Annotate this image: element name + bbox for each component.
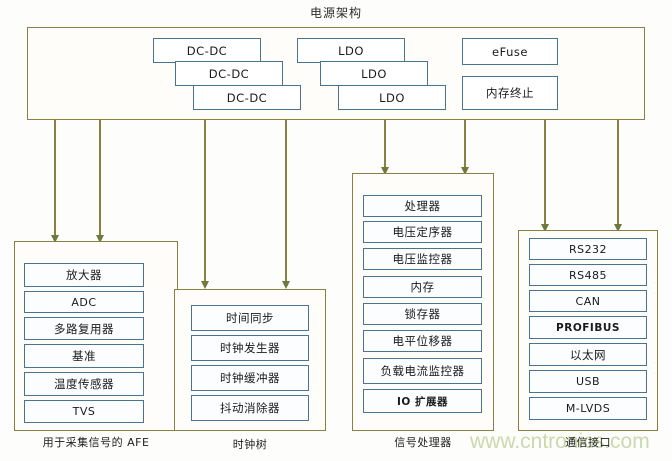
clock-item-clock-buffer[interactable]: 时钟缓冲器 (191, 365, 309, 391)
site-watermark: www.cntronics.com (470, 430, 650, 453)
clock-tree-caption: 时钟树 (232, 438, 268, 451)
power-chip-ldo-2[interactable]: LDO (320, 61, 428, 86)
signal-item-memory[interactable]: 内存 (363, 276, 482, 298)
signal-item-level-shifter[interactable]: 电平位移器 (363, 330, 482, 352)
comm-item-rs232[interactable]: RS232 (529, 238, 647, 260)
arrow-comm-1 (540, 224, 549, 232)
comm-item-rs485[interactable]: RS485 (529, 264, 647, 286)
comm-item-usb[interactable]: USB (529, 370, 647, 393)
power-chip-ldo-3[interactable]: LDO (338, 85, 446, 110)
arrow-clock-1 (200, 281, 209, 289)
connector-line-comm-1 (544, 119, 546, 230)
arrow-afe-1 (50, 235, 59, 243)
signal-item-voltage-monitor[interactable]: 电压监控器 (363, 248, 482, 270)
connector-line-clock-1 (204, 119, 206, 287)
afe-item-reference[interactable]: 基准 (24, 344, 144, 368)
connector-line-signal-2 (464, 119, 466, 173)
connector-line-clock-2 (285, 119, 287, 287)
power-chip-dcdc-3[interactable]: DC-DC (193, 85, 301, 110)
afe-item-temperature-sensor[interactable]: 温度传感器 (24, 372, 144, 396)
power-chip-memory-termination[interactable]: 内存终止 (462, 76, 558, 110)
power-chip-dcdc-2[interactable]: DC-DC (175, 61, 283, 86)
signal-processor-caption: 信号处理器 (394, 436, 452, 449)
afe-item-tvs[interactable]: TVS (24, 400, 144, 423)
power-chip-efuse[interactable]: eFuse (462, 38, 558, 65)
signal-item-latch[interactable]: 锁存器 (363, 303, 482, 325)
signal-item-voltage-sequencer[interactable]: 电压定序器 (363, 221, 482, 243)
connector-line-signal-1 (384, 119, 386, 173)
comm-item-can[interactable]: CAN (529, 290, 647, 312)
page-title: 电源架构 (309, 6, 362, 20)
signal-item-io-expander[interactable]: IO 扩展器 (363, 389, 482, 413)
arrow-signal-1 (380, 167, 389, 175)
clock-item-clock-generator[interactable]: 时钟发生器 (191, 335, 309, 361)
comm-item-ethernet[interactable]: 以太网 (529, 343, 647, 366)
comm-item-mlvds[interactable]: M-LVDS (529, 397, 647, 420)
power-chip-dcdc-1[interactable]: DC-DC (153, 38, 261, 63)
afe-item-multiplexer[interactable]: 多路复用器 (24, 317, 144, 340)
arrow-clock-2 (281, 281, 290, 289)
power-chip-ldo-1[interactable]: LDO (297, 38, 405, 63)
arrow-afe-2 (95, 235, 104, 243)
comm-interface-caption: 通信接口 (565, 436, 611, 449)
connector-line-afe-2 (99, 119, 101, 241)
afe-item-adc[interactable]: ADC (24, 291, 144, 313)
arrow-signal-2 (460, 167, 469, 175)
clock-item-time-sync[interactable]: 时间同步 (191, 305, 309, 331)
connector-line-afe-1 (54, 119, 56, 241)
connector-line-comm-2 (617, 119, 619, 230)
afe-caption: 用于采集信号的 AFE (42, 436, 150, 449)
comm-item-profibus[interactable]: PROFIBUS (529, 316, 647, 339)
signal-item-load-current-monitor[interactable]: 负载电流监控器 (363, 358, 482, 384)
clock-item-jitter-cleaner[interactable]: 抖动消除器 (191, 395, 309, 421)
signal-item-processor[interactable]: 处理器 (363, 195, 482, 217)
afe-item-amplifier[interactable]: 放大器 (24, 263, 144, 287)
arrow-comm-2 (613, 224, 622, 232)
